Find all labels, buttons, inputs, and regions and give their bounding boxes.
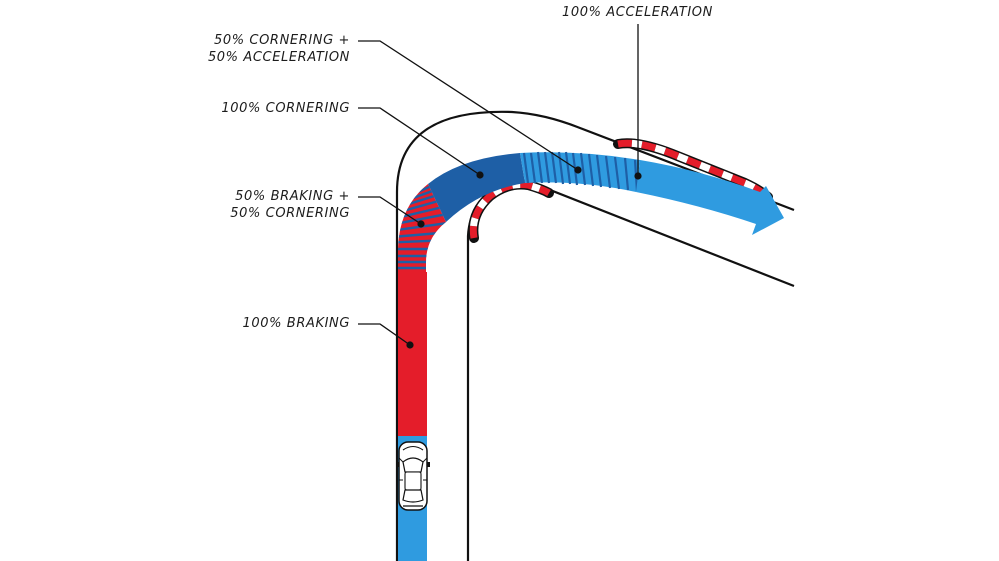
label-acceleration-full-text: 100% ACCELERATION xyxy=(562,5,713,20)
label-cornering-acceleration-line1: 50% CORNERING + xyxy=(214,33,350,48)
outer-kerb-white xyxy=(617,139,771,200)
label-braking-full-text: 100% BRAKING xyxy=(242,316,350,331)
leader-dots xyxy=(406,166,642,349)
cornering-segment xyxy=(428,153,525,222)
label-braking-cornering: 50% BRAKING + 50% CORNERING xyxy=(230,188,350,222)
track-inner-edge xyxy=(466,184,795,561)
car-icon xyxy=(396,441,430,511)
braking-segment xyxy=(398,272,427,436)
label-braking-full: 100% BRAKING xyxy=(243,315,351,332)
label-cornering-acceleration-line2: 50% ACCELERATION xyxy=(207,50,350,65)
label-cornering-full: 100% CORNERING xyxy=(221,100,350,117)
leader-lines xyxy=(358,24,639,346)
label-cornering-full-text: 100% CORNERING xyxy=(221,101,350,116)
label-cornering-acceleration: 50% CORNERING + 50% ACCELERATION xyxy=(208,32,350,66)
acceleration-arrow xyxy=(636,160,784,235)
label-braking-cornering-line1: 50% BRAKING + xyxy=(235,189,350,204)
label-braking-cornering-line2: 50% CORNERING xyxy=(230,206,350,221)
label-acceleration-full: 100% ACCELERATION xyxy=(562,4,713,21)
